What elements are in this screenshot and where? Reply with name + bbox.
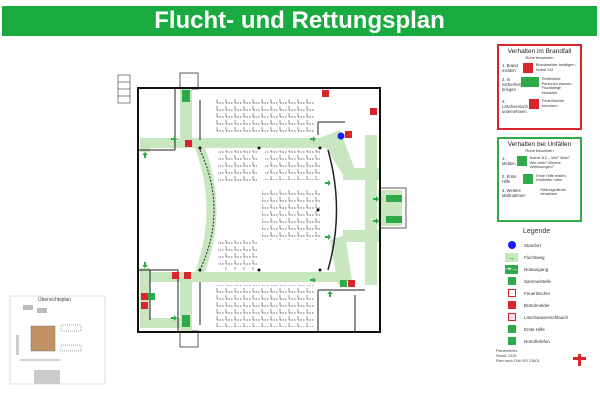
seating-left-upper — [218, 150, 258, 182]
page-title: Flucht- und Rettungsplan — [154, 7, 445, 34]
seating-balcony-bottom — [215, 285, 315, 327]
stairs-left — [117, 74, 131, 104]
legend-item: Standort — [505, 239, 585, 251]
fire-alarm-icon — [505, 301, 518, 310]
fire-panel-title: Verhalten im Brandfall — [507, 48, 572, 55]
legend-title: Legende — [523, 228, 551, 235]
legend: Legende Standort →Fluchtweg ⇥→Notausgang… — [505, 228, 585, 347]
fire-hose-icon — [505, 313, 518, 322]
seating-left-lower — [218, 240, 258, 270]
title-bar: Flucht- und Rettungsplan — [2, 6, 597, 36]
emergency-exit-icon — [520, 77, 539, 87]
fire-alarm-icon — [522, 63, 533, 73]
seating-balcony-top — [215, 98, 315, 134]
escape-route-arrow-icon: → — [505, 252, 518, 262]
accident-step: 2. Erste Hilfe Erste Hilfe leisten, Erst… — [502, 173, 567, 184]
accident-panel-subtitle: Ruhe bewahren — [525, 148, 554, 153]
emergency-exit-signs — [182, 90, 402, 327]
location-dot-icon — [337, 132, 345, 140]
seating-center-upper — [265, 150, 320, 180]
legend-item: →Fluchtweg — [505, 251, 585, 263]
overview-label: Übersichtsplan — [38, 297, 72, 303]
accident-step: 3. Weitere Maßnahmen Rettungsdienst einw… — [502, 187, 566, 198]
legend-item: ⇥→Notausgang — [505, 264, 549, 274]
legend-item: Löschwasserschlauch — [505, 311, 585, 323]
overview-map — [9, 295, 106, 385]
legend-item: Feuerlöscher — [505, 287, 585, 299]
location-dot-icon — [505, 241, 518, 250]
stair-top — [179, 72, 199, 90]
legend-item: Sammelstelle — [505, 275, 585, 287]
accident-step: 1. Melden Notruf 112 – Wo? Was? Wie viel… — [502, 156, 570, 170]
fire-instructions-panel: Verhalten im Brandfall Ruhe bewahren 1. … — [497, 44, 582, 130]
fire-step: 3. Löschversuch unternehmen Feuerlöscher… — [502, 99, 565, 115]
fire-panel-subtitle: Ruhe bewahren — [525, 55, 554, 60]
plan-footer: Planersteller: Stand: 2015 Plan nach DIN… — [496, 349, 540, 363]
accident-instructions-panel: Verhalten bei Unfällen Ruhe bewahren 1. … — [497, 137, 582, 222]
emergency-phone-icon — [505, 337, 518, 346]
emergency-exit-icon: ⇥→ — [505, 264, 518, 274]
first-aid-icon — [523, 173, 534, 184]
inner-walls — [138, 88, 365, 332]
legend-item: Erste Hilfe — [505, 323, 585, 335]
stair-bottom — [179, 330, 199, 348]
legend-item: Notruftelefon — [505, 335, 585, 347]
fire-extinguisher-icon — [505, 289, 518, 298]
first-aid-icon — [505, 325, 518, 334]
legend-item: Brandmelder — [505, 299, 585, 311]
seating-center — [262, 190, 320, 240]
fire-step: 1. Brand melden Brandmelder betätigen / … — [502, 63, 577, 73]
emergency-phone-icon — [516, 156, 527, 166]
fire-step: 2. In Sicherheit bringen Gefährdete Pers… — [502, 77, 573, 95]
accident-panel-title: Verhalten bei Unfällen — [507, 141, 572, 148]
assembly-point-icon — [505, 277, 518, 286]
fire-equipment-symbols — [141, 90, 377, 309]
organization-logo — [573, 354, 586, 366]
walls — [137, 87, 381, 333]
fire-extinguisher-icon — [529, 99, 540, 110]
